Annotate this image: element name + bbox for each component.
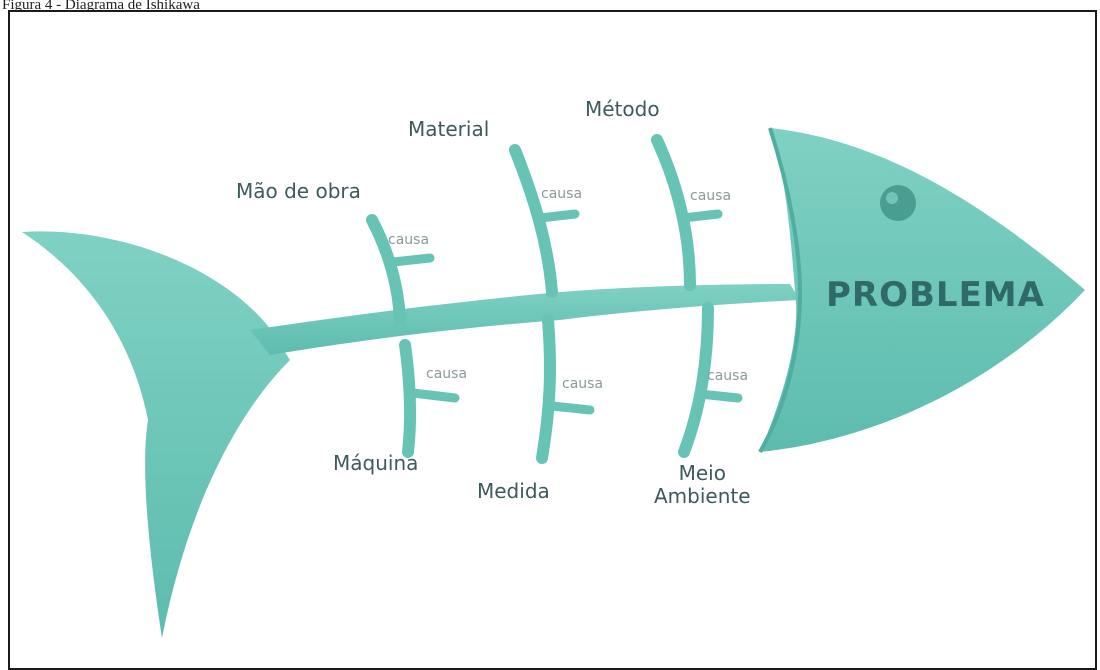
fish-eye <box>880 185 916 221</box>
bone-maquina <box>399 339 417 458</box>
category-maquina: Máquina <box>333 451 419 475</box>
cause-label: causa <box>541 186 583 202</box>
category-mao-de-obra: Mão de obra <box>236 179 361 203</box>
fish-tail <box>22 231 290 639</box>
fish-head <box>760 128 1085 452</box>
fish-spine <box>250 284 800 355</box>
category-medida: Medida <box>477 479 550 503</box>
cause-label: causa <box>426 366 468 382</box>
cause-label: causa <box>562 376 604 392</box>
category-metodo: Método <box>585 97 660 121</box>
cause-label: causa <box>690 188 732 204</box>
bone-meio-ambiente <box>678 302 714 458</box>
cause-label: causa <box>388 232 430 248</box>
category-material: Material <box>408 117 490 141</box>
problem-label: PROBLEMA <box>826 275 1045 315</box>
category-meio-ambiente: Meio Ambiente <box>654 461 751 508</box>
figure-caption: Figura 4 - Diagrama de Ishikawa <box>2 0 200 13</box>
bone-metodo <box>651 134 696 291</box>
bone-medida <box>536 314 556 464</box>
cause-label: causa <box>707 368 749 384</box>
